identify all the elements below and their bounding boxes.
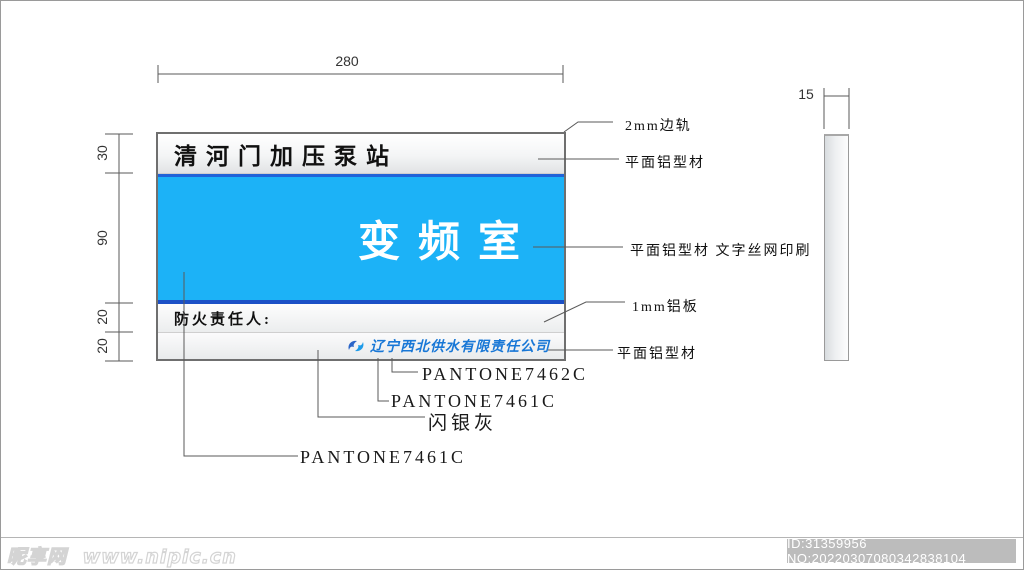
- leader-pantone-7461c-panel: [183, 272, 298, 457]
- callout-silver-gray: 闪银灰: [428, 413, 498, 434]
- callout-flat-aluminum-bottom: 平面铝型材: [617, 347, 697, 362]
- dimension-height-main: 90: [94, 230, 110, 246]
- dimension-height-footer-row: 20: [94, 338, 110, 354]
- callout-pantone-7461c-panel: PANTONE7461C: [300, 447, 467, 467]
- watermark-site-name: 昵享网: [6, 545, 68, 568]
- callout-flat-aluminum-top: 平面铝型材: [625, 156, 705, 171]
- fire-responsible-label: 防火责任人:: [174, 311, 272, 328]
- sign-room-name-text: 变频室: [357, 220, 538, 266]
- sign-main-blue-panel: 变频室: [158, 174, 564, 304]
- callout-pantone-7461c-logo: PANTONE7461C: [391, 391, 558, 411]
- image-id-badge: ID:31359956 NO:20220307080342838104: [787, 536, 1016, 566]
- dimension-height-header: 30: [94, 145, 110, 161]
- sign-side-profile-view: [824, 134, 849, 361]
- leader-edge-rail: [563, 121, 613, 133]
- callout-edge-rail: 2mm边轨: [625, 119, 692, 134]
- leader-aluminum-plate: [543, 301, 625, 323]
- callout-aluminum-plate: 1mm铝板: [632, 300, 699, 315]
- callout-flat-aluminum-screenprint: 平面铝型材 文字丝网印刷: [630, 244, 812, 259]
- sign-fire-row: 防火责任人:: [158, 304, 564, 333]
- dimension-thickness-label: 15: [798, 86, 814, 102]
- company-logo-icon: [348, 340, 364, 352]
- company-name-text: 辽宁西北供水有限责任公司: [370, 340, 550, 355]
- sign-board-front-view: 清河门加压泵站 变频室 防火责任人: 辽宁西北供水有限责任公司: [156, 132, 566, 361]
- leader-pantone-7461c-logo: [377, 358, 389, 402]
- callout-pantone-7462c: PANTONE7462C: [422, 364, 589, 384]
- dimension-width-label: 280: [335, 53, 359, 69]
- leader-pantone-7462c: [391, 358, 418, 373]
- watermark: 昵享网 www.nipic.cn: [6, 542, 237, 569]
- sign-footer-row: 辽宁西北供水有限责任公司: [158, 333, 564, 359]
- sign-header-row: 清河门加压泵站: [158, 134, 564, 174]
- watermark-site-url: www.nipic.cn: [82, 545, 237, 568]
- sign-header-text: 清河门加压泵站: [174, 143, 398, 169]
- leader-silver-gray: [317, 350, 425, 418]
- footer-separator-line: [1, 537, 1023, 538]
